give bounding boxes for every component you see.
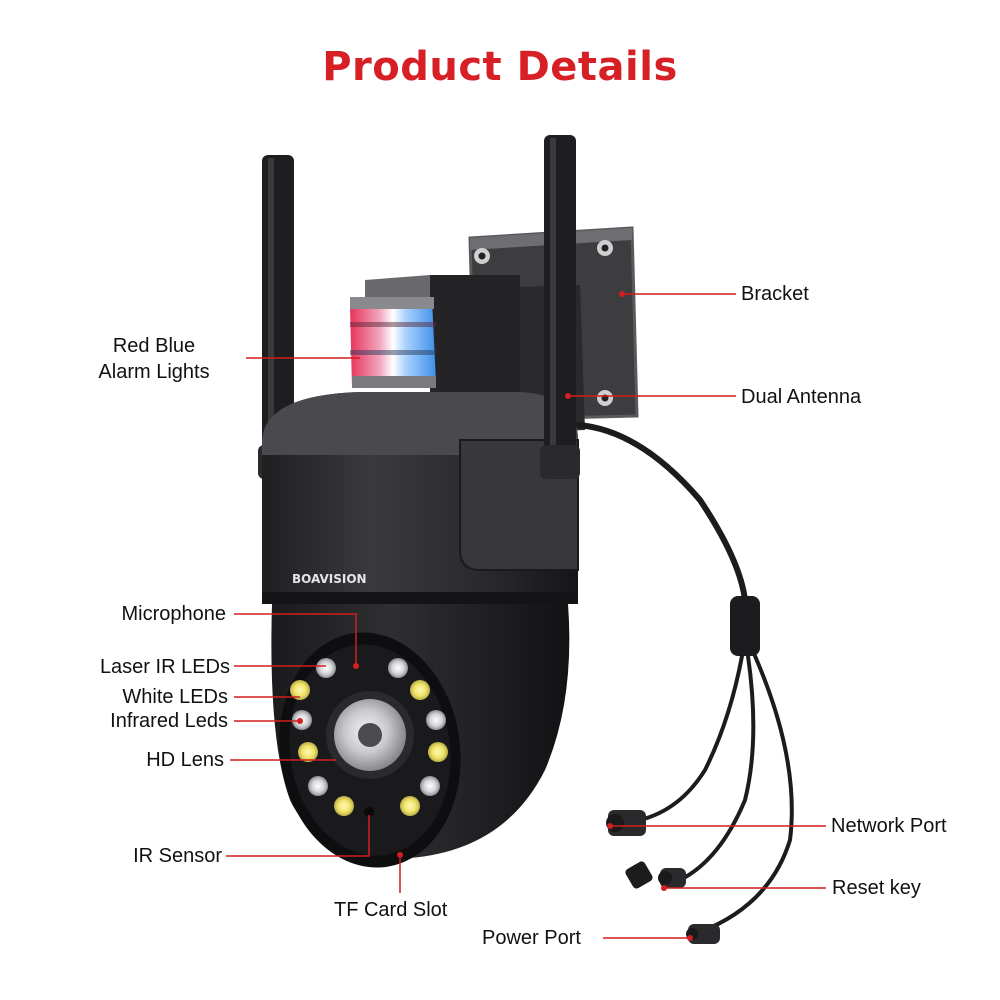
label-bracket: Bracket — [741, 283, 809, 305]
callout-lines — [226, 291, 826, 941]
label-ir-sensor: IR Sensor — [133, 845, 222, 867]
label-microphone: Microphone — [121, 603, 226, 625]
label-hd-lens: HD Lens — [146, 749, 224, 771]
label-alarm-line2: Alarm Lights — [98, 361, 210, 383]
camera-dome — [271, 604, 570, 868]
alarm-lights — [350, 297, 436, 388]
led-ring — [290, 658, 448, 816]
label-white-leds: White LEDs — [122, 686, 228, 708]
label-tf-card-slot: TF Card Slot — [334, 899, 448, 921]
label-power-port: Power Port — [482, 927, 581, 949]
label-infrared-leds: Infrared Leds — [110, 710, 228, 732]
label-alarm-line1: Red Blue — [112, 335, 196, 357]
label-laser-ir-leds: Laser IR LEDs — [99, 656, 230, 678]
label-network-port: Network Port — [831, 815, 947, 837]
power-port-connector — [686, 924, 720, 944]
cable — [575, 422, 794, 934]
right-antenna — [540, 135, 580, 479]
page-title: Product Details — [322, 44, 678, 90]
ir-sensor — [364, 807, 374, 817]
network-port-connector — [606, 810, 646, 836]
label-dual-antenna: Dual Antenna — [741, 386, 862, 408]
brand-logo: BOAVISION — [292, 572, 367, 586]
reset-key-connector — [625, 861, 686, 889]
label-reset-key: Reset key — [832, 877, 921, 899]
hd-lens — [326, 691, 414, 779]
label-alarm-lights: Red Blue Alarm Lights — [86, 333, 222, 385]
camera-upper-body — [262, 392, 579, 604]
